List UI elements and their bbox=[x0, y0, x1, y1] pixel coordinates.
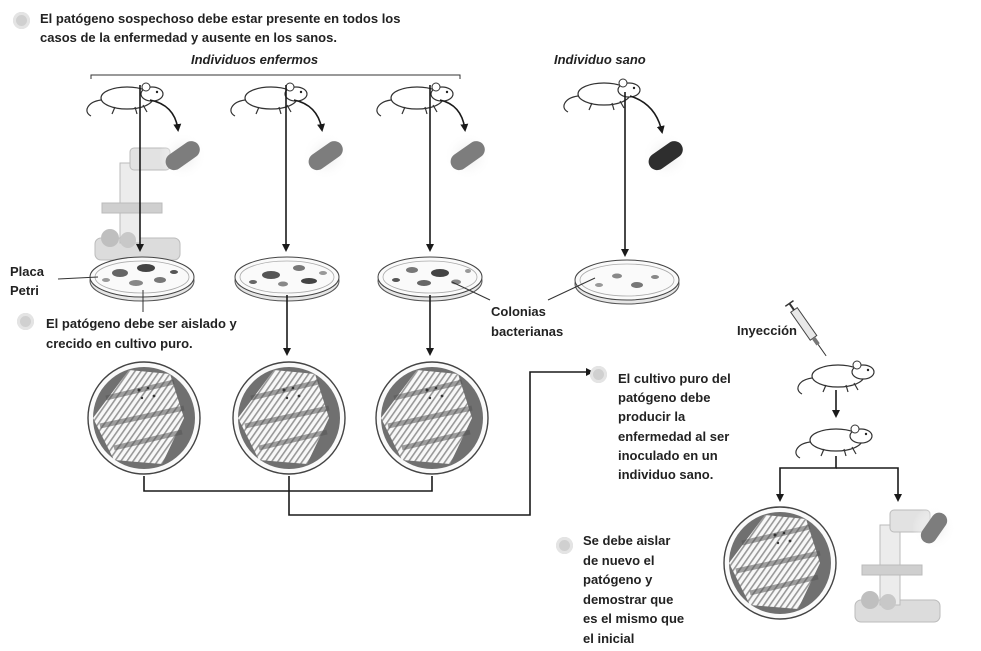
petri-label: Placa Petri bbox=[10, 262, 44, 300]
pure-culture-2 bbox=[233, 362, 345, 474]
mouse-sick-new bbox=[796, 425, 872, 458]
step-3-marker bbox=[590, 366, 607, 383]
step-4-text: Se debe aislar de nuevo el patógeno y de… bbox=[583, 531, 684, 648]
petri-plate-2 bbox=[235, 257, 339, 301]
step-1-marker bbox=[13, 12, 30, 29]
bacteria-sick-3 bbox=[444, 132, 492, 180]
step-4-marker bbox=[556, 537, 573, 554]
bacteria-healthy bbox=[642, 132, 690, 180]
step-1-text: El patógeno sospechoso debe estar presen… bbox=[40, 10, 400, 47]
mouse-sick-3 bbox=[377, 83, 453, 116]
bacteria-sick-2 bbox=[302, 132, 350, 180]
step-3-text: El cultivo puro del patógeno debe produc… bbox=[618, 369, 731, 484]
colonies-label: Colonias bacterianas bbox=[491, 302, 563, 342]
mouse-injected bbox=[798, 361, 874, 394]
petri-plate-1 bbox=[90, 257, 194, 301]
bacteria-final bbox=[912, 506, 956, 550]
mouse-sick-2 bbox=[231, 83, 307, 116]
pure-culture-1 bbox=[88, 362, 200, 474]
step-2-text: El patógeno debe ser aislado y crecido e… bbox=[46, 314, 237, 354]
mouse-sick-1 bbox=[87, 83, 163, 116]
petri-plate-healthy bbox=[575, 260, 679, 304]
bacteria-sick-1 bbox=[159, 132, 207, 180]
sick-group-bracket bbox=[91, 75, 460, 79]
pure-culture-final bbox=[724, 507, 836, 619]
healthy-label: Individuo sano bbox=[554, 52, 646, 67]
sick-group-label: Individuos enfermos bbox=[191, 52, 318, 67]
mouse-healthy bbox=[564, 79, 640, 112]
injection-label: Inyección bbox=[737, 322, 797, 341]
pure-culture-3 bbox=[376, 362, 488, 474]
step-2-marker bbox=[17, 313, 34, 330]
petri-plate-3 bbox=[378, 257, 482, 301]
